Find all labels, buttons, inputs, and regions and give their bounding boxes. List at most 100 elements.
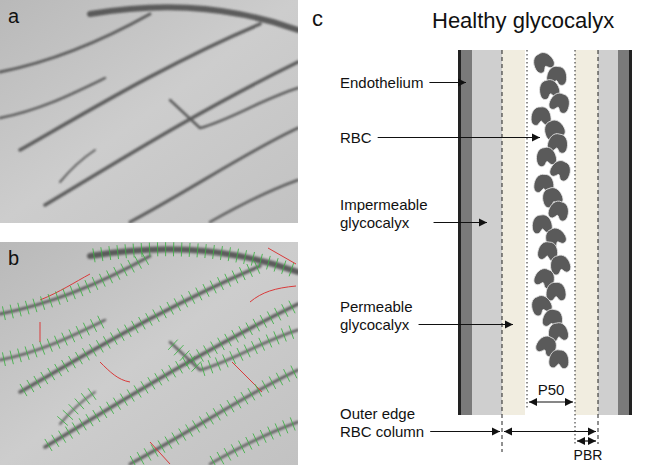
tick-mark [275, 423, 280, 436]
structure-label: Permeable glycocalyx [340, 298, 450, 334]
tick-mark [167, 302, 173, 314]
tick-mark [220, 404, 227, 416]
tick-mark [176, 361, 183, 373]
tick-mark [70, 286, 75, 299]
measure-label: PBR [574, 447, 603, 464]
tick-mark [260, 315, 266, 327]
tick-mark [239, 267, 245, 280]
tick-mark [290, 417, 295, 430]
tick-mark [144, 448, 151, 460]
tick-mark [81, 393, 90, 404]
tick-mark [76, 352, 83, 364]
tick-mark [281, 328, 286, 341]
tick-mark [217, 452, 224, 464]
tick-mark [238, 441, 244, 453]
tick-mark [276, 373, 282, 385]
tick-mark [268, 427, 274, 440]
tick-mark [47, 339, 52, 352]
tick-mark [246, 323, 253, 335]
panel-letter: b [8, 246, 19, 270]
tick-mark [213, 245, 215, 259]
tick-mark [228, 247, 230, 261]
tick-mark [274, 331, 279, 344]
tick-mark [59, 431, 66, 443]
tick-mark [215, 357, 220, 370]
structure-label: Endothelium [340, 74, 423, 92]
tick-mark [241, 392, 248, 404]
tick-mark [96, 340, 103, 352]
tick-mark [253, 433, 259, 446]
tick-mark [291, 366, 297, 379]
tick-mark [227, 400, 234, 412]
tick-mark [225, 334, 232, 346]
tick-mark [289, 326, 294, 339]
tick-mark [62, 360, 69, 372]
tick-mark [128, 260, 134, 272]
tick-mark [75, 399, 84, 410]
tick-mark [282, 304, 288, 317]
tick-mark [133, 244, 134, 258]
tick-mark [232, 271, 238, 284]
tick-mark [239, 326, 246, 338]
tick-mark [137, 452, 144, 464]
tick-mark [18, 303, 21, 317]
tick-mark [189, 291, 195, 304]
tick-mark [208, 360, 213, 373]
tick-mark [69, 329, 75, 342]
tick-mark [211, 342, 218, 354]
p50-arrow [529, 401, 573, 402]
tick-mark [25, 346, 29, 359]
tick-mark [173, 242, 174, 256]
tick-mark [203, 284, 209, 297]
tick-mark [92, 277, 98, 290]
tick-mark [146, 313, 153, 325]
micrograph-a [0, 0, 298, 223]
tick-mark [275, 308, 281, 321]
measurement-ticks [2, 242, 296, 465]
tick-mark [139, 317, 146, 329]
tick-mark [289, 263, 294, 276]
tick-mark [34, 376, 41, 388]
tick-mark [33, 299, 37, 312]
tick-mark [158, 440, 165, 452]
tick-mark [41, 296, 45, 309]
tick-mark [168, 340, 178, 350]
tick-mark [186, 424, 193, 436]
tick-mark [254, 261, 259, 274]
tick-mark [259, 254, 262, 268]
tick-mark [149, 243, 151, 257]
tick-mark [101, 247, 103, 261]
tick-mark [79, 418, 86, 430]
tick-mark [232, 330, 239, 342]
tick-mark [2, 352, 5, 366]
tick-mark [25, 301, 29, 315]
tick-mark [132, 321, 139, 333]
tick-mark [267, 312, 273, 324]
tick-mark [236, 249, 239, 263]
tick-mark [231, 444, 238, 456]
tick-mark [83, 323, 89, 336]
tick-mark [218, 338, 225, 350]
tick-mark [289, 301, 295, 314]
tick-mark [255, 384, 262, 396]
tick-mark [10, 351, 13, 365]
tick-mark [88, 388, 96, 400]
tick-mark [120, 394, 127, 406]
tick-mark [253, 319, 259, 331]
tick-mark [179, 429, 186, 441]
leader-line [378, 137, 540, 138]
leader-line [419, 324, 513, 325]
tick-mark [89, 344, 96, 356]
tick-mark [206, 412, 213, 424]
tick-mark [193, 420, 200, 432]
tick-mark [72, 422, 79, 434]
panel-letter: c [312, 6, 323, 32]
tick-mark [237, 348, 243, 361]
tick-mark [269, 377, 276, 389]
tick-mark [110, 332, 117, 344]
rbc-shape [547, 90, 572, 114]
tick-mark [260, 430, 266, 443]
tick-mark [91, 319, 97, 332]
tick-mark [220, 246, 222, 260]
tick-mark [69, 404, 79, 414]
